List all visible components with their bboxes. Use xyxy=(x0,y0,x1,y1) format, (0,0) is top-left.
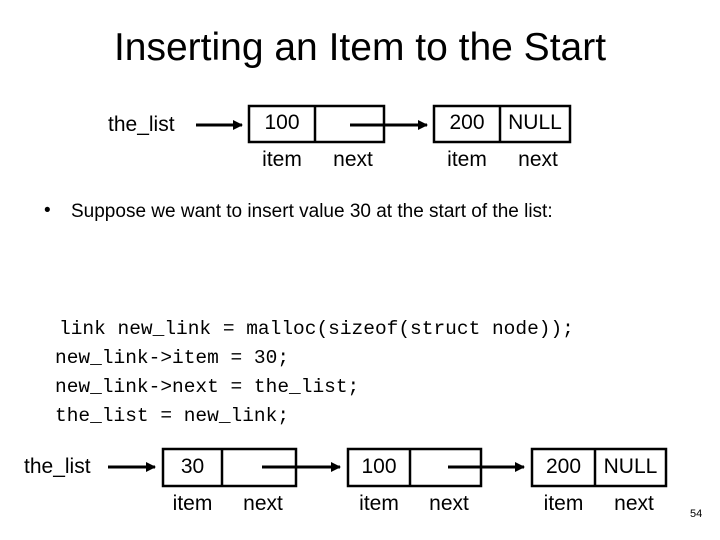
bottom-node-2-next-caption: next xyxy=(429,492,469,515)
bottom-node-3-item-caption: item xyxy=(543,492,584,515)
top-node-2-next-caption: next xyxy=(518,148,558,171)
bullet-marker: • xyxy=(44,200,51,221)
code-line-4: the_list = new_link; xyxy=(55,405,290,427)
bottom-node-3-box xyxy=(530,447,668,488)
slide-title: Inserting an Item to the Start xyxy=(113,26,607,69)
top-node-1-item-value: 100 xyxy=(264,111,300,134)
bottom-head-label: the_list xyxy=(24,455,91,478)
top-node-1-item-caption: item xyxy=(262,148,302,171)
bottom-node-3-next-value: NULL xyxy=(603,455,658,478)
bottom-node-2-box xyxy=(346,447,483,488)
bottom-node-2-item-caption: item xyxy=(359,492,399,515)
top-node-1-next-caption: next xyxy=(333,148,373,171)
code-line-2: new_link->item = 30; xyxy=(55,347,290,369)
bottom-node-3-next-caption: next xyxy=(614,492,654,515)
top-node-2-item-caption: item xyxy=(447,148,487,171)
bottom-node-1-item-value: 30 xyxy=(180,455,205,478)
top-node-2-next-value: NULL xyxy=(508,111,562,134)
code-line-1: link new_link = malloc(sizeof(struct nod… xyxy=(59,318,574,340)
code-line-3: new_link->next = the_list; xyxy=(55,376,360,398)
bullet-text: Suppose we want to insert value 30 at th… xyxy=(71,201,553,222)
top-node-2-item-value: 200 xyxy=(449,111,485,134)
page-number: 54 xyxy=(690,508,703,520)
top-head-label: the_list xyxy=(108,113,175,136)
top-node-2-box xyxy=(432,104,572,144)
bottom-node-3-item-value: 200 xyxy=(545,455,582,478)
bottom-node-1-item-caption: item xyxy=(172,492,213,515)
bottom-node-2-item-value: 100 xyxy=(361,455,397,478)
bottom-node-1-next-caption: next xyxy=(243,492,283,515)
